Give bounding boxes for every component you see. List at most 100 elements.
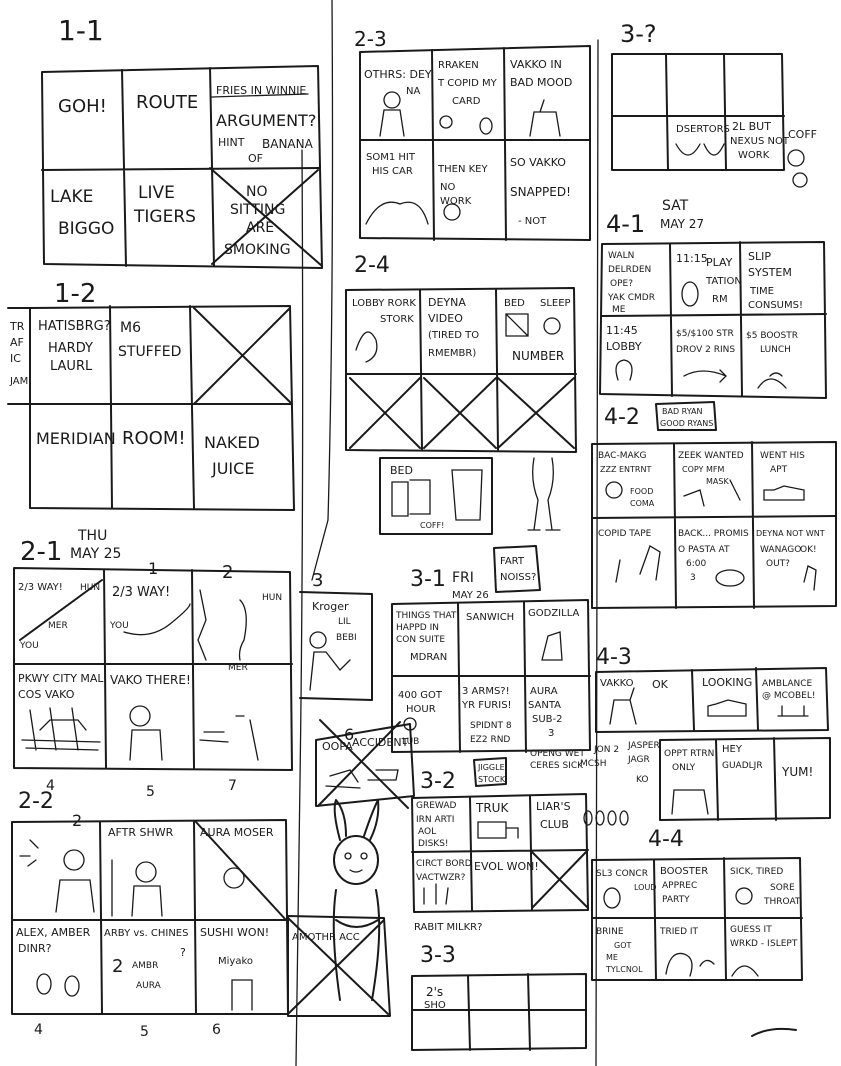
handwritten-label: T COPID MY	[437, 78, 498, 89]
handwritten-label: SL3 CONCR	[596, 869, 648, 879]
handwritten-label: TATION	[705, 276, 742, 287]
handwritten-label: SMOKING	[224, 242, 291, 258]
handwritten-label: IRN ARTI	[416, 815, 454, 825]
handwritten-label: WANAGO	[760, 545, 801, 555]
handwritten-label: PARTY	[662, 895, 690, 905]
handwritten-label: 3 ARMS?!	[462, 686, 510, 697]
handwritten-label: EZ2 RND	[470, 735, 510, 745]
handwritten-label: AMOTHR ACC	[292, 932, 360, 943]
handwritten-label: VAKKO	[600, 678, 634, 689]
handwritten-label: JON 2	[593, 745, 619, 755]
section-label: 2-3	[354, 27, 387, 51]
handwritten-label: 2's	[426, 985, 443, 999]
handwritten-label: JAM	[9, 376, 28, 387]
handwritten-label: ROOM!	[122, 428, 186, 449]
handwritten-label: AURA	[136, 981, 162, 991]
handwritten-label: @ MCOBEL!	[762, 691, 815, 701]
handwritten-label: CIRCT BORD	[416, 859, 472, 869]
handwritten-label: YOU	[19, 641, 39, 651]
handwritten-label: SLEEP	[540, 298, 571, 309]
handwritten-label: AMBLANCE	[762, 679, 812, 689]
handwritten-label: - NOT	[518, 216, 547, 227]
handwritten-label: YUM!	[781, 765, 813, 779]
handwritten-label: APPREC	[662, 881, 697, 891]
handwritten-label: YAK CMDR	[607, 293, 655, 303]
section-label: 2-2	[18, 789, 54, 814]
handwritten-label: NUMBER	[512, 349, 564, 363]
panel-frame	[345, 287, 577, 453]
handwritten-label: THINGS THAT	[395, 611, 457, 621]
handwritten-label: $5 BOOSTR	[746, 331, 798, 341]
handwritten-label: NOISS?	[500, 572, 536, 583]
handwritten-label: HEY	[722, 744, 743, 755]
handwritten-label: BRINE	[596, 927, 624, 937]
handwritten-label: VACTWZR?	[416, 873, 466, 883]
handwritten-label: SOM1 HIT	[366, 152, 416, 163]
handwritten-label: BACK... PROMIS	[678, 529, 749, 539]
handwritten-label: LUNCH	[760, 345, 791, 355]
section-label: 2-4	[354, 253, 390, 278]
panel-frame	[595, 667, 829, 733]
panel-frame	[13, 567, 293, 771]
panel-group-2-1: 2-1 THU MAY 25 1 2 3 2/3 WAY! HUN MER YO…	[13, 528, 373, 800]
panel-frame	[315, 723, 415, 807]
panel-group-4-3: 4-3 VAKKO OK LOOKING AMBLANCE @ MCOBEL! …	[580, 645, 831, 826]
handwritten-label: HOUR	[406, 704, 436, 715]
panel-frame	[611, 53, 785, 171]
handwritten-label: STORK	[380, 314, 414, 325]
handwritten-label: CARD	[452, 96, 481, 107]
handwritten-label: AMBR	[132, 961, 158, 971]
panel-group-4-1: 4-1 SAT MAY 27 WALN DELRDEN OPE? YAK CMD…	[599, 198, 827, 399]
handwritten-label: YOU	[109, 621, 129, 631]
section-label: 4-4	[648, 827, 684, 852]
section-label: 2-1	[20, 537, 62, 567]
handwritten-label: BAC-MAKG	[598, 451, 647, 461]
handwritten-label: SLEPT	[770, 939, 798, 949]
handwritten-label: 11:15	[676, 252, 708, 265]
handwritten-label: ?	[180, 946, 186, 959]
handwritten-label: DELRDEN	[608, 265, 651, 275]
handwritten-label: HUN	[262, 593, 282, 603]
handwritten-label: 2/3 WAY!	[112, 585, 170, 600]
handwritten-label: CERES SICK	[530, 761, 584, 771]
handwritten-label: TR	[9, 320, 25, 333]
handwritten-label: HAPPD IN	[396, 623, 439, 633]
bunny-sketch	[332, 799, 381, 1001]
panel-group-4-4: 4-4 SL3 CONCR LOUD BOOSTER APPREC PARTY …	[591, 827, 803, 981]
panel-frame	[29, 305, 295, 511]
handwritten-label: GUADLJR	[722, 761, 763, 771]
handwritten-label: ARBY vs. CHINES	[104, 928, 188, 939]
handwritten-label: OUT?	[766, 559, 790, 569]
handwritten-label: YR FURIS!	[461, 700, 512, 711]
handwritten-label: SLIP	[748, 250, 771, 263]
handwritten-label: 400 GOT	[398, 690, 443, 701]
tag-box	[473, 757, 507, 787]
handwritten-label: AFTR SHWR	[108, 826, 174, 839]
handwritten-label: FRIES IN WINNIE	[216, 84, 306, 97]
handwritten-label: RMEMBR)	[428, 348, 476, 359]
panel-group-2-2: 2-2 2 AFTR SHWR AURA MOSER ALEX, AMBER D…	[11, 789, 391, 1040]
handwritten-label: ONLY	[672, 763, 696, 773]
handwritten-label: JASPER	[627, 741, 660, 751]
handwritten-label: WORK	[738, 150, 770, 161]
panel-frame	[41, 65, 323, 269]
handwritten-label: NO	[246, 184, 268, 200]
handwritten-label: GODZILLA	[528, 608, 579, 619]
handwritten-label: 3	[312, 570, 323, 591]
handwritten-label: ZEEK WANTED	[678, 451, 744, 461]
handwritten-label: COFF!	[420, 521, 444, 530]
handwritten-label: ME	[606, 953, 618, 962]
panel-frame	[599, 241, 827, 399]
handwritten-label: VAKKO IN	[510, 58, 562, 71]
signature-mark	[751, 1027, 797, 1037]
handwritten-label: 6:00	[686, 559, 706, 569]
handwritten-label: 3	[690, 573, 696, 583]
handwritten-label: BANANA	[262, 137, 314, 151]
handwritten-label: COS VAKO	[18, 688, 75, 701]
handwritten-label: MERIDIAN	[36, 429, 116, 448]
handwritten-label: IC	[10, 352, 21, 365]
handwritten-label: MASK	[706, 477, 729, 486]
handwritten-label: HUN	[80, 583, 100, 593]
handwritten-label: FART	[500, 556, 525, 567]
handwritten-label: GOT	[614, 941, 631, 950]
